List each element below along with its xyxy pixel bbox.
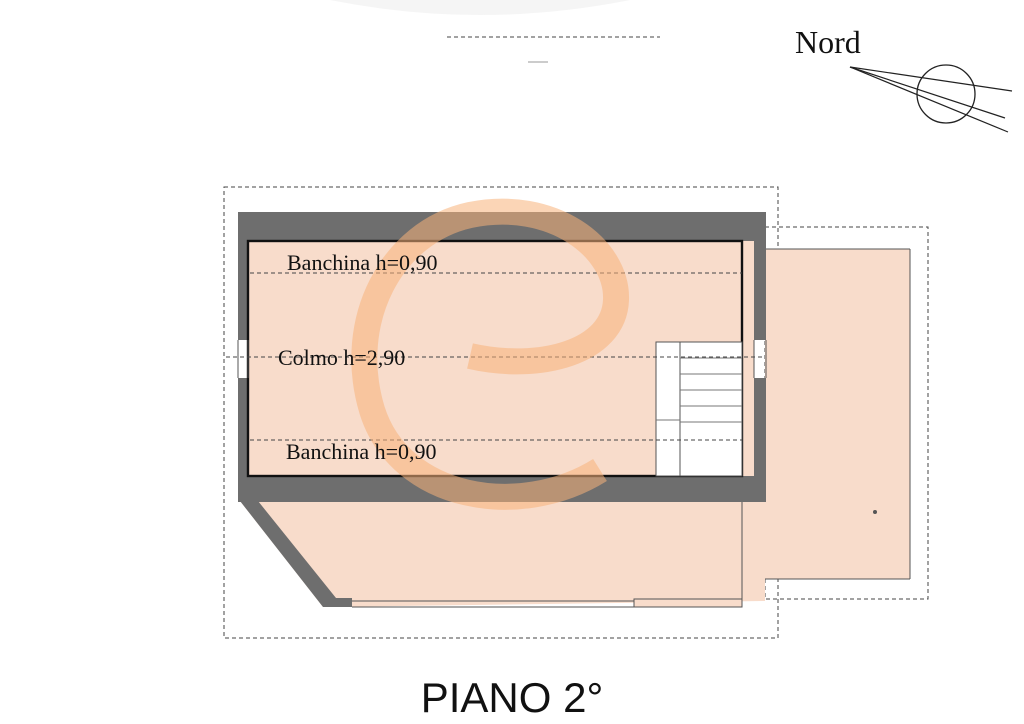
colmo-label: Colmo h=2,90 (278, 345, 405, 370)
banchina-top-label: Banchina h=0,90 (287, 250, 438, 275)
wall-left-lower (238, 378, 248, 502)
top-artefacts (330, 0, 660, 63)
banchina-bottom-label: Banchina h=0,90 (286, 439, 437, 464)
north-label: Nord (795, 24, 861, 60)
north-pointer-line (849, 66, 1013, 92)
plan-title: PIANO 2° (421, 674, 604, 721)
north-arrow (849, 64, 1013, 133)
right-terrace (765, 249, 910, 579)
terrace-mark (873, 510, 877, 514)
wall-left-upper (238, 212, 248, 340)
staircase (655, 341, 743, 477)
wall-right-lower (754, 378, 766, 502)
watermark-logo (351, 198, 629, 510)
wall-right-upper (754, 212, 766, 340)
window-openings (237, 340, 767, 378)
lower-balcony (240, 501, 765, 608)
